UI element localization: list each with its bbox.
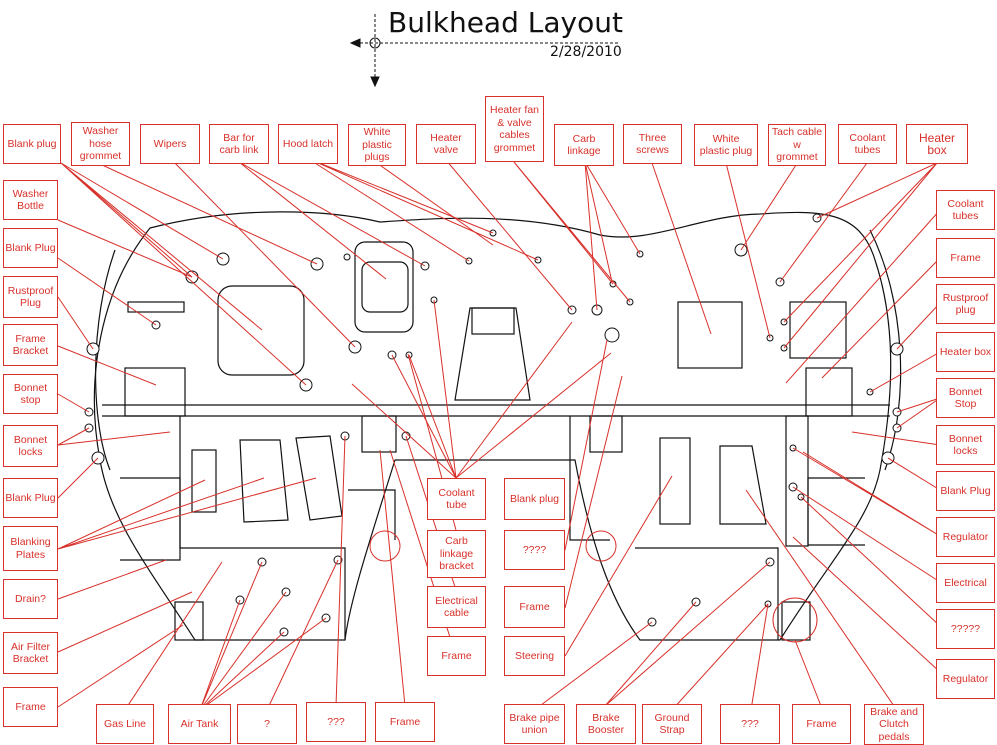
label-brake-clutch-pedals: Brake and Clutch pedals (864, 704, 924, 745)
label-white-plastic-plugs: White plastic plugs (348, 124, 406, 166)
label-coolant-tubes-right: Coolant tubes (936, 190, 995, 230)
label-unknown-3: ??? (306, 702, 366, 742)
label-unknown-3b: ??? (720, 704, 780, 744)
label-frame-bracket: Frame Bracket (3, 324, 58, 366)
label-blank-plug-right: Blank Plug (936, 471, 995, 511)
label-tach-cable-grommet: Tach cable w grommet (768, 124, 826, 166)
label-coolant-tube: Coolant tube (427, 478, 486, 520)
label-frame-left: Frame (3, 687, 58, 727)
diagram-date: 2/28/2010 (550, 44, 622, 60)
label-steering: Steering (504, 636, 565, 676)
label-blank-plug-center: Blank plug (504, 478, 565, 520)
bulkhead-outline (93, 211, 902, 641)
highlight-circles (369, 530, 818, 643)
label-ground-strap: Ground Strap (642, 704, 702, 744)
label-blank-plug-3: Blank Plug (3, 478, 58, 518)
label-three-screws: Three screws (623, 124, 682, 164)
label-unknown-5: ????? (936, 609, 995, 649)
label-brake-pipe-union: Brake pipe union (504, 704, 565, 744)
label-washer-hose-grommet: Washer hose grommet (71, 122, 130, 166)
label-frame-center: Frame (427, 636, 486, 676)
orientation-marker (349, 14, 620, 88)
label-heater-valve: Heater valve (416, 124, 476, 164)
label-coolant-tubes-top: Coolant tubes (838, 124, 897, 164)
label-regulator-2: Regulator (936, 659, 995, 699)
label-blank-plug-2: Blank Plug (3, 228, 58, 268)
label-washer-bottle: Washer Bottle (3, 180, 58, 220)
label-regulator-1: Regulator (936, 517, 995, 557)
label-bonnet-locks-right: Bonnet locks (936, 425, 995, 465)
label-wipers: Wipers (140, 124, 200, 164)
label-hood-latch: Hood latch (278, 124, 338, 164)
label-frame-bottom-2: Frame (792, 704, 851, 744)
label-electrical: Electrical (936, 563, 995, 603)
label-carb-linkage-bracket: Carb linkage bracket (427, 530, 486, 578)
label-frame-center-2: Frame (504, 586, 565, 628)
label-rustproof-plug-right: Rustproof plug (936, 284, 995, 324)
label-brake-booster: Brake Booster (576, 704, 636, 744)
label-drain: Drain? (3, 579, 58, 619)
label-blank-plug: Blank plug (3, 124, 61, 164)
label-heater-fan-valve-cables-grommet: Heater fan & valve cables grommet (485, 96, 544, 162)
bulkhead-holes (84, 213, 904, 637)
label-bar-for-carb-link: Bar for carb link (209, 124, 269, 164)
label-frame-right: Frame (936, 238, 995, 278)
label-bonnet-locks-left: Bonnet locks (3, 425, 58, 467)
label-bonnet-stop-left: Bonnet stop (3, 374, 58, 414)
label-unknown-4: ???? (504, 530, 565, 570)
label-heater-box-right: Heater box (936, 332, 995, 372)
label-bonnet-stop-right: Bonnet Stop (936, 378, 995, 418)
label-white-plastic-plug: White plastic plug (694, 124, 758, 166)
label-air-filter-bracket: Air Filter Bracket (3, 632, 58, 674)
label-heater-box-top: Heater box (906, 124, 968, 164)
label-gas-line: Gas Line (96, 704, 154, 744)
label-electrical-cable: Electrical cable (427, 586, 486, 628)
label-air-tank: Air Tank (168, 704, 231, 744)
label-blanking-plates: Blanking Plates (3, 526, 58, 571)
label-carb-linkage: Carb linkage (554, 124, 614, 166)
diagram-title: Bulkhead Layout (388, 6, 623, 39)
label-rustproof-plug-left: Rustproof Plug (3, 276, 58, 318)
leader-lines (57, 157, 941, 711)
label-frame-bottom-1: Frame (375, 702, 435, 742)
label-unknown-1: ? (237, 704, 297, 744)
